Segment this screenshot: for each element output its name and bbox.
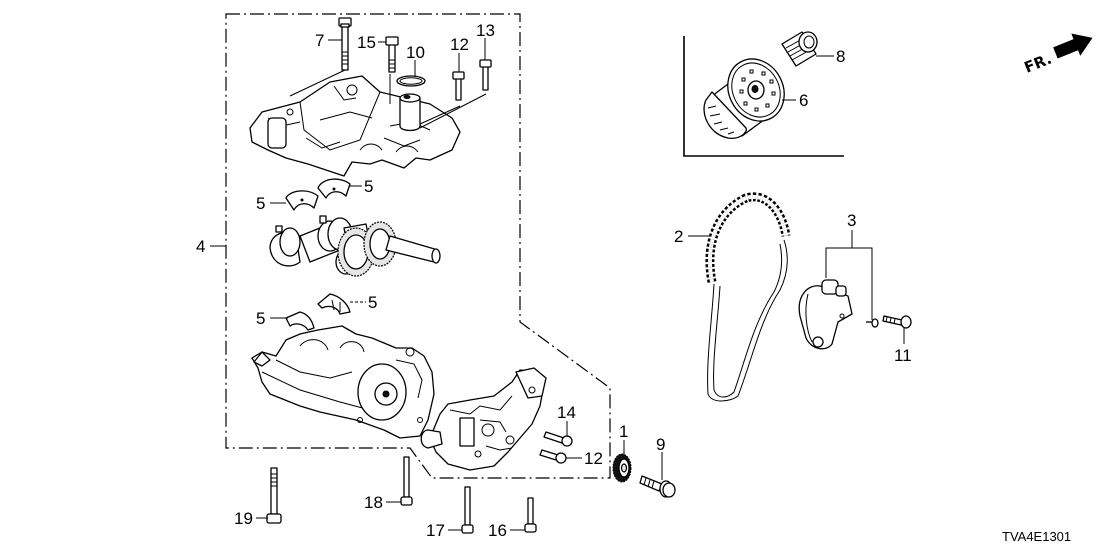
callout-16[interactable]: 16 [488,521,507,540]
crankshaft-sprocket-1[interactable] [612,453,632,483]
callout-1[interactable]: 1 [619,422,628,441]
callout-13[interactable]: 13 [476,21,495,40]
callout-17[interactable]: 17 [426,521,445,540]
bearing-shell-upper-right[interactable] [317,178,351,199]
bolt-15[interactable] [385,36,399,73]
oil-filter-6[interactable] [703,49,795,139]
bolt-12-lower[interactable] [539,449,567,464]
callout-7[interactable]: 7 [315,31,324,50]
callout-14[interactable]: 14 [557,403,576,422]
balancer-shaft[interactable] [269,215,441,277]
oil-filter-bracket [683,36,844,157]
callout-2[interactable]: 2 [674,227,683,246]
tensioner-pin[interactable] [866,318,879,328]
bolt-18[interactable] [400,456,413,506]
callout-5d[interactable]: 5 [256,309,265,328]
leader-3-bracket [825,247,873,320]
callout-6[interactable]: 6 [799,91,808,110]
callout-5a[interactable]: 5 [364,177,373,196]
oil-filter-nipple-8[interactable] [781,31,818,67]
front-label: FR. [1022,50,1055,77]
arrow-right-icon [1053,33,1093,59]
callout-5c[interactable]: 5 [368,293,377,312]
sprocket-bolt-9[interactable] [639,475,676,498]
callout-4[interactable]: 4 [196,237,205,256]
callout-12-top[interactable]: 12 [450,35,469,54]
callout-5b[interactable]: 5 [256,194,265,213]
callout-12-lower[interactable]: 12 [584,449,603,468]
diagram-code: TVA4E1301 [1002,529,1071,544]
callout-8[interactable]: 8 [836,47,845,66]
bolt-13[interactable] [479,59,492,91]
bolt-16[interactable] [524,497,537,533]
bolt-7[interactable] [338,17,352,71]
bolt-17[interactable] [461,486,474,534]
callout-3[interactable]: 3 [847,211,856,230]
callout-11[interactable]: 11 [894,346,912,365]
assembly-boundary [225,13,611,479]
bolt-12-top[interactable] [452,71,465,101]
leader-13-guide [419,93,487,129]
bearing-shell-upper-left[interactable] [285,190,319,211]
callout-19[interactable]: 19 [234,509,253,528]
bearing-shell-lower-right[interactable] [317,293,351,315]
bearing-shell-lower-left[interactable] [285,311,315,331]
lower-balancer-housing[interactable] [251,325,435,439]
o-ring-10[interactable] [396,75,426,87]
bolt-14[interactable] [543,431,573,447]
upper-balancer-housing[interactable] [249,75,461,177]
callout-18[interactable]: 18 [364,493,383,512]
chain-tensioner-3[interactable] [798,279,853,350]
leader-7-guide [289,69,346,97]
callout-10[interactable]: 10 [406,43,425,62]
front-direction-indicator: FR. [1022,33,1093,77]
leader-12-top-guide [419,105,461,125]
bolt-19[interactable] [266,467,282,524]
oil-pump-chain-2[interactable] [705,192,791,402]
callout-9[interactable]: 9 [656,435,665,454]
oil-pump-body[interactable] [420,367,547,471]
tensioner-bolt-11[interactable] [882,315,912,329]
callout-15[interactable]: 15 [357,33,376,52]
